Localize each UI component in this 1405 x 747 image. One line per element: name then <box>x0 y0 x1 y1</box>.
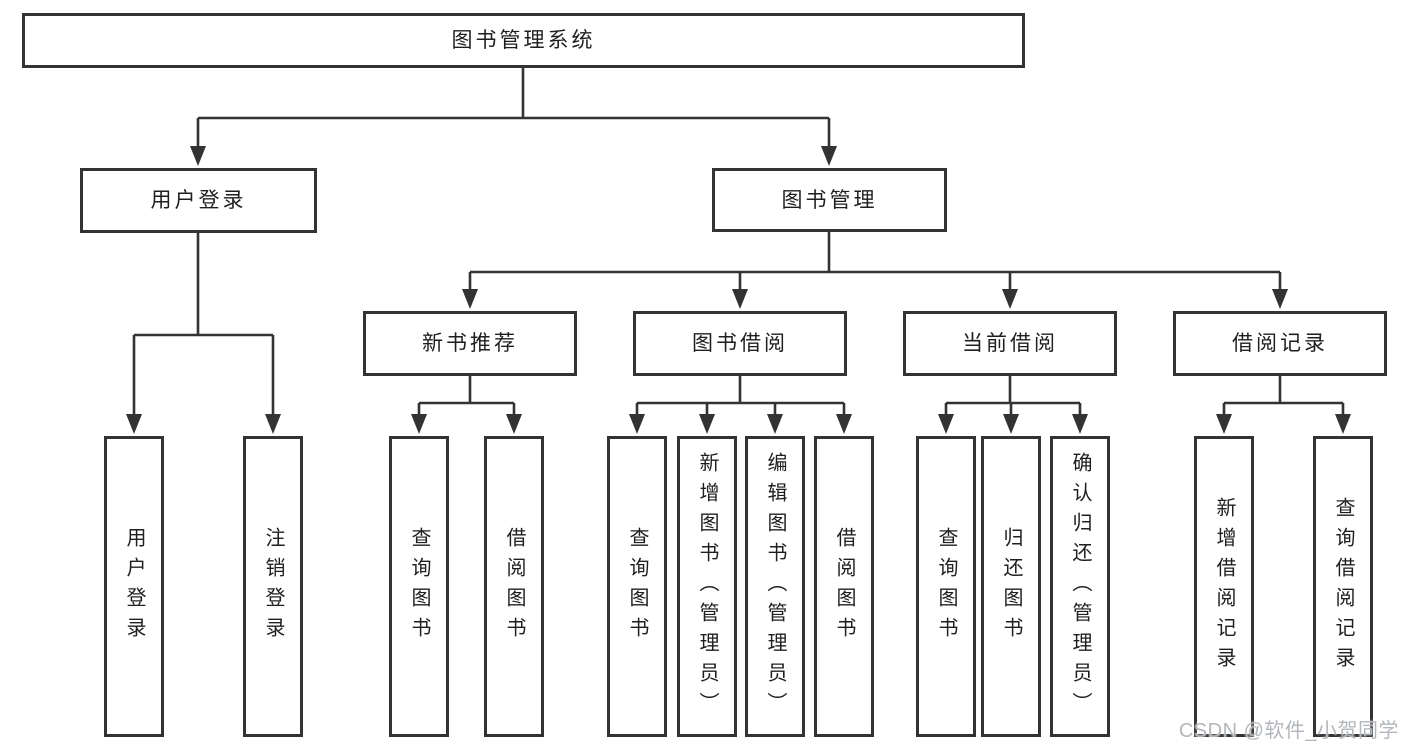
leaf-logout: 注销登录 <box>243 436 303 737</box>
connector-group-recommend <box>417 376 516 416</box>
connector-user-branch <box>132 233 275 416</box>
node-label: 图书借阅 <box>692 332 788 355</box>
leaf-label: 编辑图书（管理员） <box>764 451 786 722</box>
node-label: 借阅记录 <box>1232 332 1328 355</box>
node-label: 用户登录 <box>150 189 247 212</box>
node-label: 图书管理 <box>781 188 878 212</box>
node-book-borrowing: 图书借阅 <box>633 311 847 376</box>
node-book-management-branch: 图书管理 <box>712 168 947 232</box>
leaf-borrowing-query-books: 查询图书 <box>607 436 667 737</box>
root-node-label: 图书管理系统 <box>451 29 596 52</box>
node-borrowing-records: 借阅记录 <box>1173 311 1387 376</box>
leaf-label: 确认归还（管理员） <box>1069 451 1091 722</box>
leaf-label: 查询图书 <box>626 526 648 647</box>
leaf-records-query-record: 查询借阅记录 <box>1313 436 1373 737</box>
leaf-current-return-books: 归还图书 <box>981 436 1041 737</box>
leaf-label: 归还图书 <box>1000 526 1022 647</box>
connector-group-borrow <box>635 376 846 416</box>
leaf-borrowing-borrow-books: 借阅图书 <box>814 436 874 737</box>
leaf-user-login: 用户登录 <box>104 436 164 737</box>
leaf-recommend-query-books: 查询图书 <box>389 436 449 737</box>
leaf-current-query-books: 查询图书 <box>916 436 976 737</box>
node-current-borrowing: 当前借阅 <box>903 311 1117 376</box>
csdn-watermark: CSDN @软件_小贺同学 <box>1178 720 1399 742</box>
leaf-records-add-record: 新增借阅记录 <box>1194 436 1254 737</box>
connector-group-records <box>1222 376 1345 416</box>
leaf-borrowing-edit-books-admin: 编辑图书（管理员） <box>745 436 805 737</box>
leaf-current-confirm-return-admin: 确认归还（管理员） <box>1050 436 1110 737</box>
leaf-borrowing-add-books-admin: 新增图书（管理员） <box>677 436 737 737</box>
leaf-label: 用户登录 <box>123 526 145 647</box>
connector-book-branch <box>468 232 1282 291</box>
connector-root-to-branches <box>196 68 831 148</box>
node-label: 新书推荐 <box>422 332 518 355</box>
node-new-book-recommend: 新书推荐 <box>363 311 577 376</box>
leaf-recommend-borrow-books: 借阅图书 <box>484 436 544 737</box>
leaf-label: 借阅图书 <box>503 526 525 647</box>
root-node-library-system: 图书管理系统 <box>22 13 1025 68</box>
leaf-label: 新增图书（管理员） <box>696 451 718 722</box>
leaf-label: 新增借阅记录 <box>1213 496 1235 677</box>
node-user-login-branch: 用户登录 <box>80 168 317 233</box>
leaf-label: 注销登录 <box>262 526 284 647</box>
leaf-label: 查询图书 <box>935 526 957 647</box>
connector-group-current <box>944 376 1082 416</box>
leaf-label: 借阅图书 <box>833 526 855 647</box>
node-label: 当前借阅 <box>962 332 1058 355</box>
leaf-label: 查询图书 <box>408 526 430 647</box>
leaf-label: 查询借阅记录 <box>1332 496 1354 677</box>
